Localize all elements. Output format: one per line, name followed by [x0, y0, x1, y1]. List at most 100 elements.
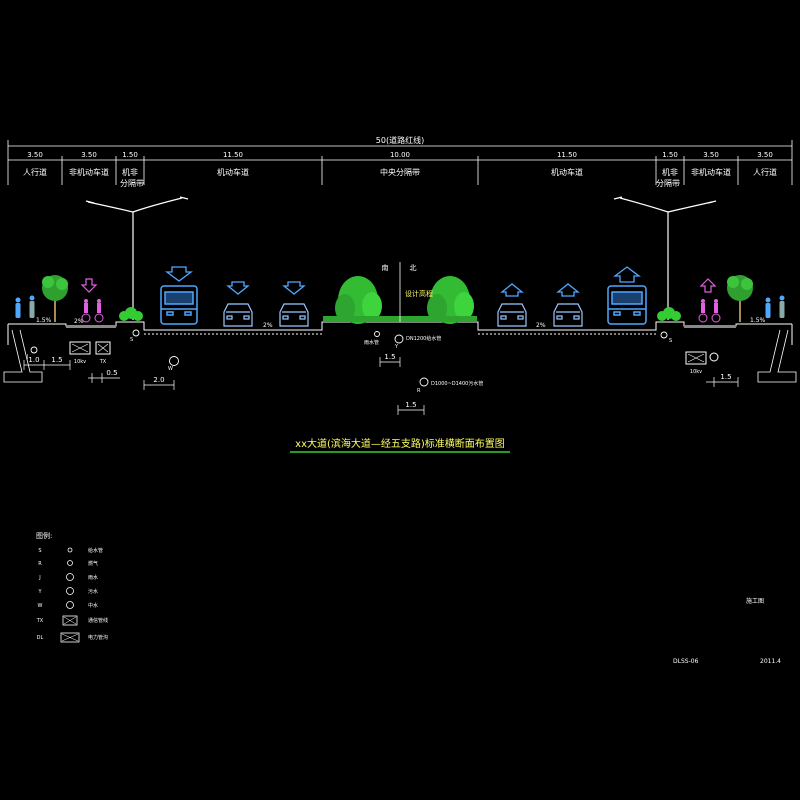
name-sep-left-1: 机非	[122, 167, 138, 177]
dim-b: 1.5	[51, 356, 62, 364]
street-light-left	[85, 196, 189, 320]
north-label: 北	[410, 264, 417, 272]
pipe-code-s-right: S	[669, 338, 672, 344]
legend: S 给水管 R 燃气 J 雨水 Y 污水 W 中水 TX 通信管线 DL 电力管…	[36, 547, 108, 643]
median-bush-right	[427, 276, 474, 324]
slope-labels: 1.5% 2% 2% 2% 1.5%	[36, 317, 766, 329]
legend-name-5: 中水	[88, 602, 98, 609]
legend-name-3: 雨水	[88, 574, 98, 581]
dim-f: 1.5	[405, 401, 416, 409]
seg-width-2: 3.50	[81, 151, 97, 159]
tree-right	[727, 275, 753, 322]
legend-symbol-2	[67, 560, 73, 566]
legend-symbol-5	[66, 601, 74, 609]
pipe-code-r: R	[417, 388, 421, 394]
design-elev-label: 设计高程	[405, 289, 433, 298]
shrub-right	[657, 307, 681, 321]
bus-right	[607, 285, 647, 325]
legend-symbol-4	[66, 587, 74, 595]
tree-left	[42, 275, 68, 322]
seg-width-9: 3.50	[757, 151, 773, 159]
ground-profile	[7, 321, 793, 345]
dim-a: 1.0	[28, 356, 39, 364]
name-sidewalk-left: 人行道	[23, 167, 47, 177]
direction-arrows-left	[165, 266, 306, 295]
segment-names: 人行道 非机动车道 机非 分隔带 机动车道 中央分隔带 机动车道 机非 分隔带 …	[23, 167, 777, 188]
dimension-lines	[7, 140, 793, 185]
legend-symbol-7	[60, 632, 80, 643]
pipe-codes: S J W Y R S	[26, 337, 672, 394]
bike-lane-left	[66, 325, 116, 328]
tx-left-label: TX	[99, 359, 107, 365]
cable-right-label: 10kv	[690, 369, 702, 375]
legend-heading: 图例:	[36, 531, 52, 540]
total-width-label: 50(道路红线)	[376, 135, 424, 145]
rain-pipe-label: 雨水管	[364, 339, 379, 346]
pipe-cable-right	[685, 351, 719, 365]
pipe-code-w: W	[168, 366, 173, 372]
slope-walk-left: 1.5%	[36, 317, 52, 324]
dim-c: 0.5	[106, 369, 117, 377]
bike-lane-right	[684, 325, 736, 328]
side-slopes	[3, 329, 797, 383]
pipe-code-s: S	[130, 337, 133, 343]
legend-code-2: R	[38, 561, 42, 567]
legend-code-4: Y	[37, 589, 42, 595]
legend-code-7: DL	[37, 635, 44, 641]
pipe-code-y: Y	[394, 344, 399, 350]
seg-width-3: 1.50	[122, 151, 138, 159]
name-sep-left-2: 分隔带	[120, 179, 144, 188]
name-bike-right: 非机动车道	[691, 167, 731, 177]
bike-arrow-right	[699, 278, 717, 293]
dim-d: 2.0	[153, 376, 164, 384]
legend-name-4: 污水	[88, 588, 98, 595]
legend-symbol-1	[67, 547, 73, 553]
segment-widths: 3.50 3.50 1.50 11.50 10.00 11.50 1.50 3.…	[27, 151, 773, 159]
slope-bike-left: 2%	[74, 318, 84, 325]
seg-width-6: 11.50	[557, 151, 577, 159]
slope-car-left: 2%	[263, 322, 273, 329]
dim-e: 1.5	[384, 353, 395, 361]
footer-date: 2011.4	[760, 658, 781, 665]
pedestrians-left	[15, 295, 35, 318]
legend-code-6: TX	[36, 618, 44, 624]
pipe-cable-left	[69, 341, 111, 355]
seg-width-8: 3.50	[703, 151, 719, 159]
legend-name-1: 给水管	[88, 547, 103, 554]
direction-arrows-right	[500, 266, 641, 297]
seg-width-7: 1.50	[662, 151, 678, 159]
seg-width-5: 10.00	[390, 151, 410, 159]
sub-dimension-values: 1.0 1.5 0.5 2.0 1.5 1.5 1.5	[28, 353, 731, 409]
legend-hatch-6	[63, 616, 77, 625]
seg-width-1: 3.50	[27, 151, 43, 159]
slope-walk-right: 1.5%	[750, 317, 766, 324]
name-motor-left: 机动车道	[217, 167, 249, 177]
car-right-1	[497, 303, 527, 327]
cyclists-right	[698, 299, 721, 323]
name-sidewalk-right: 人行道	[753, 167, 777, 177]
seg-width-4: 11.50	[223, 151, 243, 159]
sewer-pipe-label: D1000~D1400污水管	[431, 380, 483, 387]
water-pipe-label: DN1200给水管	[406, 335, 441, 342]
slope-car-right: 2%	[536, 322, 546, 329]
legend-symbol-3	[66, 573, 74, 581]
cyclists-left	[81, 299, 104, 323]
car-right-2	[553, 303, 583, 327]
car-left-2	[279, 303, 309, 327]
legend-name-7: 电力管沟	[88, 634, 108, 641]
car-left-1	[223, 303, 253, 327]
bike-arrow-left	[80, 278, 98, 293]
footer-unit: 施工图	[746, 597, 764, 605]
sub-dimensions	[23, 357, 739, 415]
legend-name-2: 燃气	[88, 560, 98, 567]
name-sep-right-1: 机非	[662, 167, 678, 177]
median-bush-left	[335, 276, 382, 324]
shrub-left	[119, 307, 143, 321]
name-motor-right: 机动车道	[551, 167, 583, 177]
cable-left-label: 10kv	[74, 359, 86, 365]
legend-symbol-6	[62, 615, 78, 626]
south-label: 南	[382, 263, 389, 272]
legend-code-5: W	[38, 603, 43, 609]
legend-code-1: S	[38, 548, 41, 554]
